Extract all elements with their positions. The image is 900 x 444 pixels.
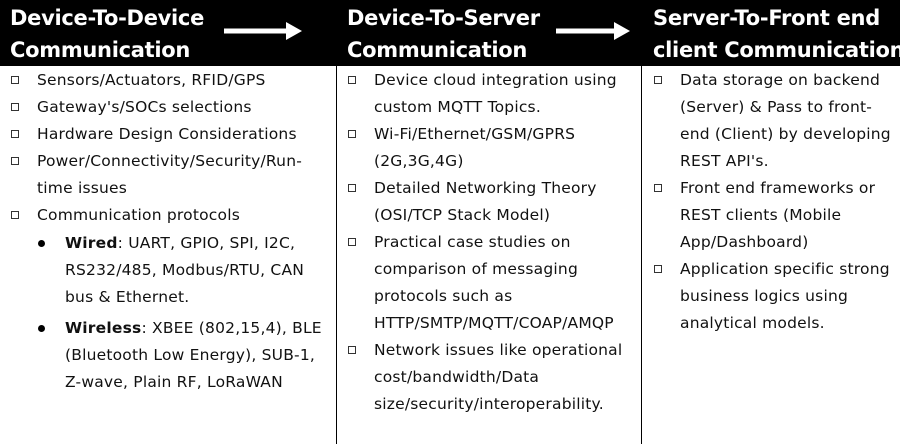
list-item-text: Wi-Fi/Ethernet/GSM/GPRS (2G,3G,4G) bbox=[374, 125, 576, 170]
list-item: Practical case studies on comparison of … bbox=[347, 229, 635, 337]
list-item: Detailed Networking Theory (OSI/TCP Stac… bbox=[347, 175, 635, 229]
device-to-server-column: Device cloud integration using custom MQ… bbox=[347, 67, 635, 418]
heading-line: client Communication bbox=[653, 38, 900, 62]
server-to-frontend-column: Data storage on backend (Server) & Pass … bbox=[653, 67, 898, 337]
device-to-device-heading: Device-To-Device Communication bbox=[10, 2, 204, 66]
bullet-icon bbox=[38, 240, 45, 247]
checkbox-icon bbox=[348, 76, 356, 84]
heading-line: Communication bbox=[10, 38, 191, 62]
checkbox-icon bbox=[654, 184, 662, 192]
checkbox-icon bbox=[654, 265, 662, 273]
list-item: Front end frameworks or REST clients (Mo… bbox=[653, 175, 898, 256]
checkbox-icon bbox=[348, 184, 356, 192]
heading-line: Communication bbox=[347, 38, 528, 62]
device-to-device-column: Sensors/Actuators, RFID/GPS Gateway's/SO… bbox=[10, 67, 328, 400]
header-bar: Device-To-Device Communication Device-To… bbox=[0, 0, 900, 66]
list-item: Network issues like operational cost/ban… bbox=[347, 337, 635, 418]
list-item: Power/Connectivity/Security/Run-time iss… bbox=[10, 148, 328, 202]
list-item-text: Detailed Networking Theory (OSI/TCP Stac… bbox=[374, 179, 597, 224]
checkbox-icon bbox=[348, 346, 356, 354]
list-item-text: Communication protocols bbox=[37, 206, 240, 224]
heading-line: Server-To-Front end bbox=[653, 6, 880, 30]
checkbox-icon bbox=[11, 130, 19, 138]
list-item-text: Power/Connectivity/Security/Run-time iss… bbox=[37, 152, 303, 197]
list-item-text: Hardware Design Considerations bbox=[37, 125, 297, 143]
checklist: Device cloud integration using custom MQ… bbox=[347, 67, 635, 418]
checklist: Data storage on backend (Server) & Pass … bbox=[653, 67, 898, 337]
protocol-sublist: Wired: UART, GPIO, SPI, I2C, RS232/485, … bbox=[37, 230, 328, 396]
sublist-item-text: : XBEE (802,15,4), BLE (Bluetooth Low En… bbox=[65, 319, 322, 391]
list-item: Sensors/Actuators, RFID/GPS bbox=[10, 67, 328, 94]
bullet-icon bbox=[38, 325, 45, 332]
checklist: Sensors/Actuators, RFID/GPS Gateway's/SO… bbox=[10, 67, 328, 396]
list-item-text: Application specific strong business log… bbox=[680, 260, 890, 332]
heading-line: Device-To-Server bbox=[347, 6, 540, 30]
list-item: Application specific strong business log… bbox=[653, 256, 898, 337]
device-to-server-heading: Device-To-Server Communication bbox=[347, 2, 540, 66]
list-item-text: Data storage on backend (Server) & Pass … bbox=[680, 71, 891, 170]
checkbox-icon bbox=[11, 211, 19, 219]
checkbox-icon bbox=[654, 76, 662, 84]
list-item-text: Gateway's/SOCs selections bbox=[37, 98, 252, 116]
checkbox-icon bbox=[11, 157, 19, 165]
sublist-item-label: Wireless bbox=[65, 319, 142, 337]
checkbox-icon bbox=[348, 238, 356, 246]
server-to-frontend-heading: Server-To-Front end client Communication bbox=[653, 2, 900, 66]
right-arrow-icon bbox=[556, 22, 630, 40]
list-item-text: Device cloud integration using custom MQ… bbox=[374, 71, 617, 116]
list-item: Data storage on backend (Server) & Pass … bbox=[653, 67, 898, 175]
list-item: Communication protocols Wired: UART, GPI… bbox=[10, 202, 328, 396]
column-divider bbox=[336, 66, 337, 444]
list-item-text: Network issues like operational cost/ban… bbox=[374, 341, 623, 413]
list-item: Gateway's/SOCs selections bbox=[10, 94, 328, 121]
list-item: Device cloud integration using custom MQ… bbox=[347, 67, 635, 121]
list-item-text: Practical case studies on comparison of … bbox=[374, 233, 614, 332]
list-item-text: Sensors/Actuators, RFID/GPS bbox=[37, 71, 266, 89]
right-arrow-icon bbox=[224, 22, 302, 40]
sublist-item: Wired: UART, GPIO, SPI, I2C, RS232/485, … bbox=[37, 230, 328, 311]
sublist-item: Wireless: XBEE (802,15,4), BLE (Bluetoot… bbox=[37, 315, 328, 396]
list-item: Hardware Design Considerations bbox=[10, 121, 328, 148]
sublist-item-label: Wired bbox=[65, 234, 118, 252]
sublist-item-text: : UART, GPIO, SPI, I2C, RS232/485, Modbu… bbox=[65, 234, 305, 306]
checkbox-icon bbox=[348, 130, 356, 138]
list-item-text: Front end frameworks or REST clients (Mo… bbox=[680, 179, 876, 251]
column-divider bbox=[641, 66, 642, 444]
checkbox-icon bbox=[11, 76, 19, 84]
list-item: Wi-Fi/Ethernet/GSM/GPRS (2G,3G,4G) bbox=[347, 121, 635, 175]
checkbox-icon bbox=[11, 103, 19, 111]
heading-line: Device-To-Device bbox=[10, 6, 205, 30]
